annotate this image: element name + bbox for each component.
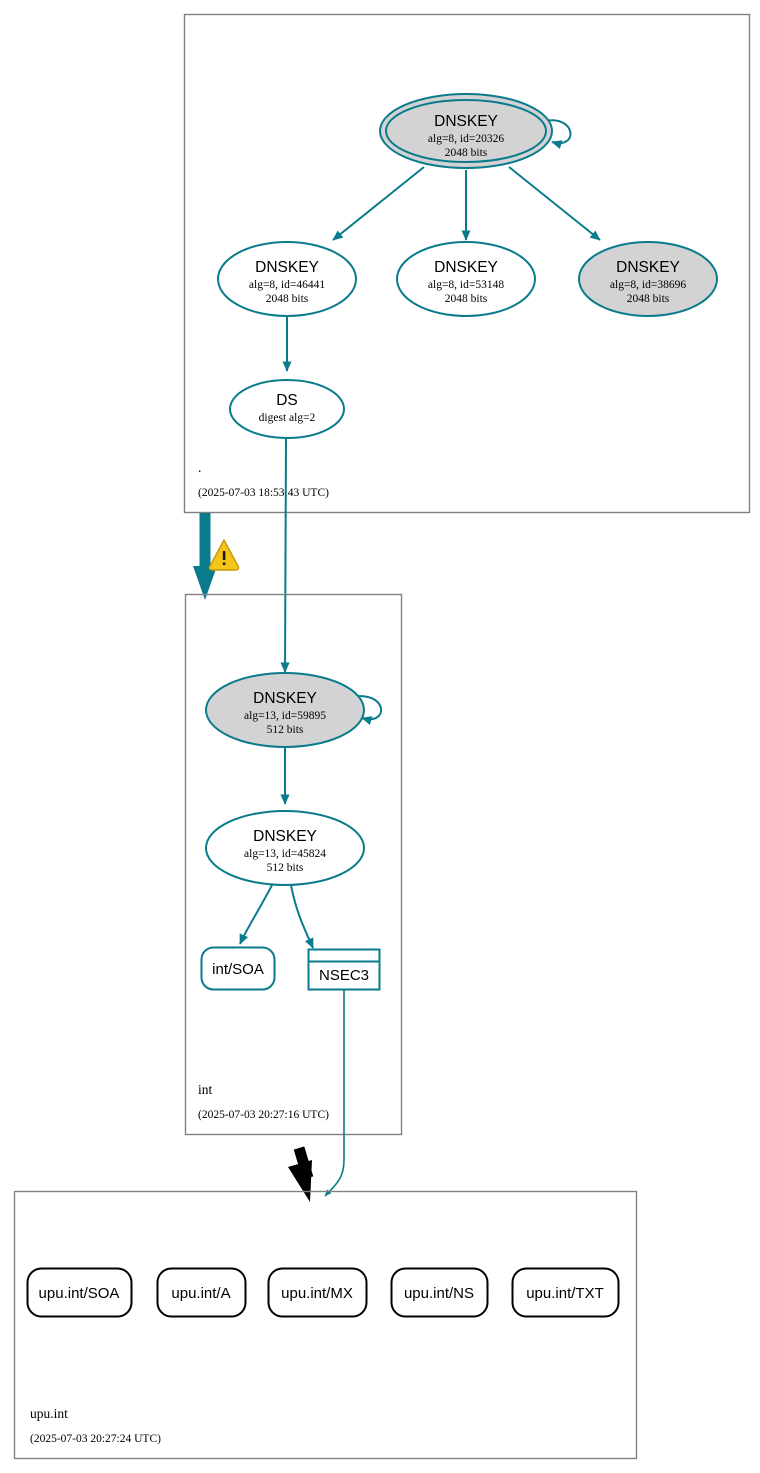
node-upu-a-label: upu.int/A — [171, 1285, 230, 1302]
edges-root-ksk-to-zsks — [332, 166, 601, 241]
zone-int-timestamp: (2025-07-03 20:27:16 UTC) — [198, 1109, 329, 1121]
node-root-zsk-38696-size: 2048 bits — [627, 293, 670, 305]
node-upu-soa[interactable]: upu.int/SOA — [26, 1267, 133, 1318]
zone-root-label: . — [198, 460, 201, 475]
node-int-soa[interactable]: int/SOA — [200, 946, 276, 991]
node-int-nsec3-label: NSEC3 — [319, 967, 369, 984]
node-root-ksk-inner-ellipse — [385, 99, 547, 163]
node-int-zsk-alg-id: alg=13, id=45824 — [244, 848, 326, 860]
node-upu-ns-label: upu.int/NS — [404, 1285, 474, 1302]
node-upu-a[interactable]: upu.int/A — [156, 1267, 247, 1318]
zone-root-border — [183, 13, 751, 514]
zone-upu-int-timestamp: (2025-07-03 20:27:24 UTC) — [30, 1433, 161, 1445]
node-root-zsk-53148-alg-id: alg=8, id=53148 — [428, 279, 504, 291]
node-root-zsk-38696-title: DNSKEY — [616, 259, 680, 276]
zone-upu-int-label: upu.int — [30, 1406, 68, 1421]
node-root-ksk-alg-id: alg=8, id=20326 — [428, 133, 504, 145]
node-int-nsec3[interactable]: NSEC3 — [307, 948, 381, 991]
edge-ksk20326-to-zsk38696 — [508, 166, 601, 241]
node-upu-ns[interactable]: upu.int/NS — [390, 1267, 489, 1318]
node-root-zsk-53148-ellipse — [396, 241, 536, 317]
node-int-ksk-size: 512 bits — [267, 724, 304, 736]
node-int-zsk-45824[interactable]: DNSKEY alg=13, id=45824 512 bits — [205, 810, 365, 886]
node-root-ksk-20326[interactable]: DNSKEY alg=8, id=20326 2048 bits — [379, 93, 553, 169]
edge-int-zsk-to-int-soa — [239, 884, 273, 945]
node-root-zsk-46441-ellipse — [217, 241, 357, 317]
node-root-ksk-title: DNSKEY — [434, 113, 498, 130]
node-int-nsec3-box — [307, 948, 381, 991]
self-loop-root-ksk — [540, 119, 572, 150]
delegation-int-to-upu-arrowhead — [288, 1160, 312, 1202]
node-root-zsk-38696-ellipse — [578, 241, 718, 317]
node-root-ds-title: DS — [276, 392, 298, 409]
node-upu-soa-label: upu.int/SOA — [39, 1285, 120, 1302]
edge-ds-to-int-ksk — [280, 437, 290, 673]
node-upu-ns-box — [390, 1267, 489, 1318]
delegation-root-to-int-arrowhead — [193, 566, 217, 600]
node-root-ds-digest: digest alg=2 — [259, 412, 316, 424]
node-upu-mx-box — [267, 1267, 368, 1318]
node-root-zsk-46441-title: DNSKEY — [255, 259, 319, 276]
node-root-zsk-38696-alg-id: alg=8, id=38696 — [610, 279, 686, 291]
node-upu-soa-box — [26, 1267, 133, 1318]
delegation-root-to-int — [193, 513, 240, 600]
node-int-ksk-title: DNSKEY — [253, 690, 317, 707]
node-int-zsk-size: 512 bits — [267, 862, 304, 874]
node-root-ds-ellipse — [229, 379, 345, 439]
zone-int-label: int — [198, 1082, 213, 1097]
node-root-zsk-46441[interactable]: DNSKEY alg=8, id=46441 2048 bits — [217, 241, 357, 317]
node-int-ksk-59895[interactable]: DNSKEY alg=13, id=59895 512 bits — [205, 672, 365, 748]
node-upu-txt-label: upu.int/TXT — [526, 1285, 604, 1302]
node-int-soa-label: int/SOA — [212, 961, 264, 978]
node-root-zsk-53148-title: DNSKEY — [434, 259, 498, 276]
node-int-soa-box — [200, 946, 276, 991]
zone-upu-int-border — [13, 1190, 638, 1460]
node-root-zsk-38696[interactable]: DNSKEY alg=8, id=38696 2048 bits — [578, 241, 718, 317]
edge-int-zsk-to-nsec3 — [290, 884, 314, 949]
zone-int-border — [184, 593, 403, 1136]
edge-ksk20326-to-zsk46441 — [332, 166, 425, 241]
warning-triangle-icon — [208, 539, 240, 571]
node-root-ksk-size: 2048 bits — [445, 147, 488, 159]
node-root-zsk-53148[interactable]: DNSKEY alg=8, id=53148 2048 bits — [396, 241, 536, 317]
node-upu-txt[interactable]: upu.int/TXT — [511, 1267, 620, 1318]
node-upu-txt-box — [511, 1267, 620, 1318]
zone-int: int (2025-07-03 20:27:16 UTC) — [184, 593, 403, 1136]
node-root-zsk-53148-size: 2048 bits — [445, 293, 488, 305]
node-int-ksk-alg-id: alg=13, id=59895 — [244, 710, 326, 722]
zone-root-timestamp: (2025-07-03 18:53:43 UTC) — [198, 487, 329, 499]
node-root-zsk-46441-size: 2048 bits — [266, 293, 309, 305]
self-loop-int-ksk — [350, 695, 383, 726]
delegation-int-to-upu-int — [288, 1146, 314, 1202]
zone-root: . (2025-07-03 18:53:43 UTC) — [183, 13, 751, 514]
node-upu-a-box — [156, 1267, 247, 1318]
node-int-zsk-title: DNSKEY — [253, 828, 317, 845]
node-root-zsk-46441-alg-id: alg=8, id=46441 — [249, 279, 325, 291]
edge-nsec3-to-upu-int — [324, 990, 345, 1197]
node-upu-mx-label: upu.int/MX — [281, 1285, 353, 1302]
node-int-zsk-ellipse — [205, 810, 365, 886]
node-upu-mx[interactable]: upu.int/MX — [267, 1267, 368, 1318]
zone-upu-int: upu.int (2025-07-03 20:27:24 UTC) — [13, 1190, 638, 1460]
node-root-ds[interactable]: DS digest alg=2 — [229, 379, 345, 439]
